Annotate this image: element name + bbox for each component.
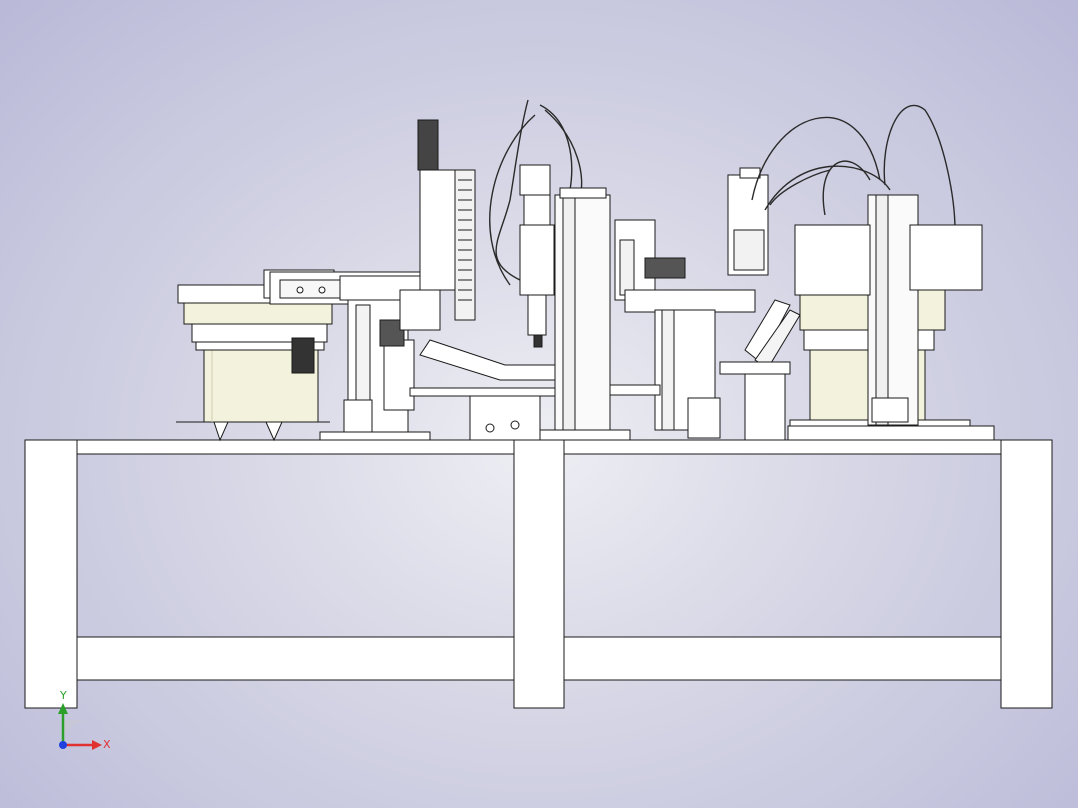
z-axis-dot (59, 741, 67, 749)
center-right-actuator (609, 219, 756, 439)
y-axis-label: Y (60, 689, 67, 702)
left-bowl-feeder (176, 269, 337, 442)
left-linear-slide (269, 271, 431, 305)
left-tall-actuator (399, 119, 476, 331)
center-arm (409, 339, 571, 441)
right-actuator-chute (719, 167, 801, 441)
center-dispenser-head (519, 164, 555, 348)
coordinate-triad (58, 703, 102, 750)
x-axis-label: X (103, 738, 111, 751)
left-post-assembly (319, 299, 431, 441)
cables-right (751, 104, 956, 231)
right-tall-column (794, 194, 983, 426)
table-frame (24, 439, 1053, 709)
center-tall-column (539, 187, 631, 441)
